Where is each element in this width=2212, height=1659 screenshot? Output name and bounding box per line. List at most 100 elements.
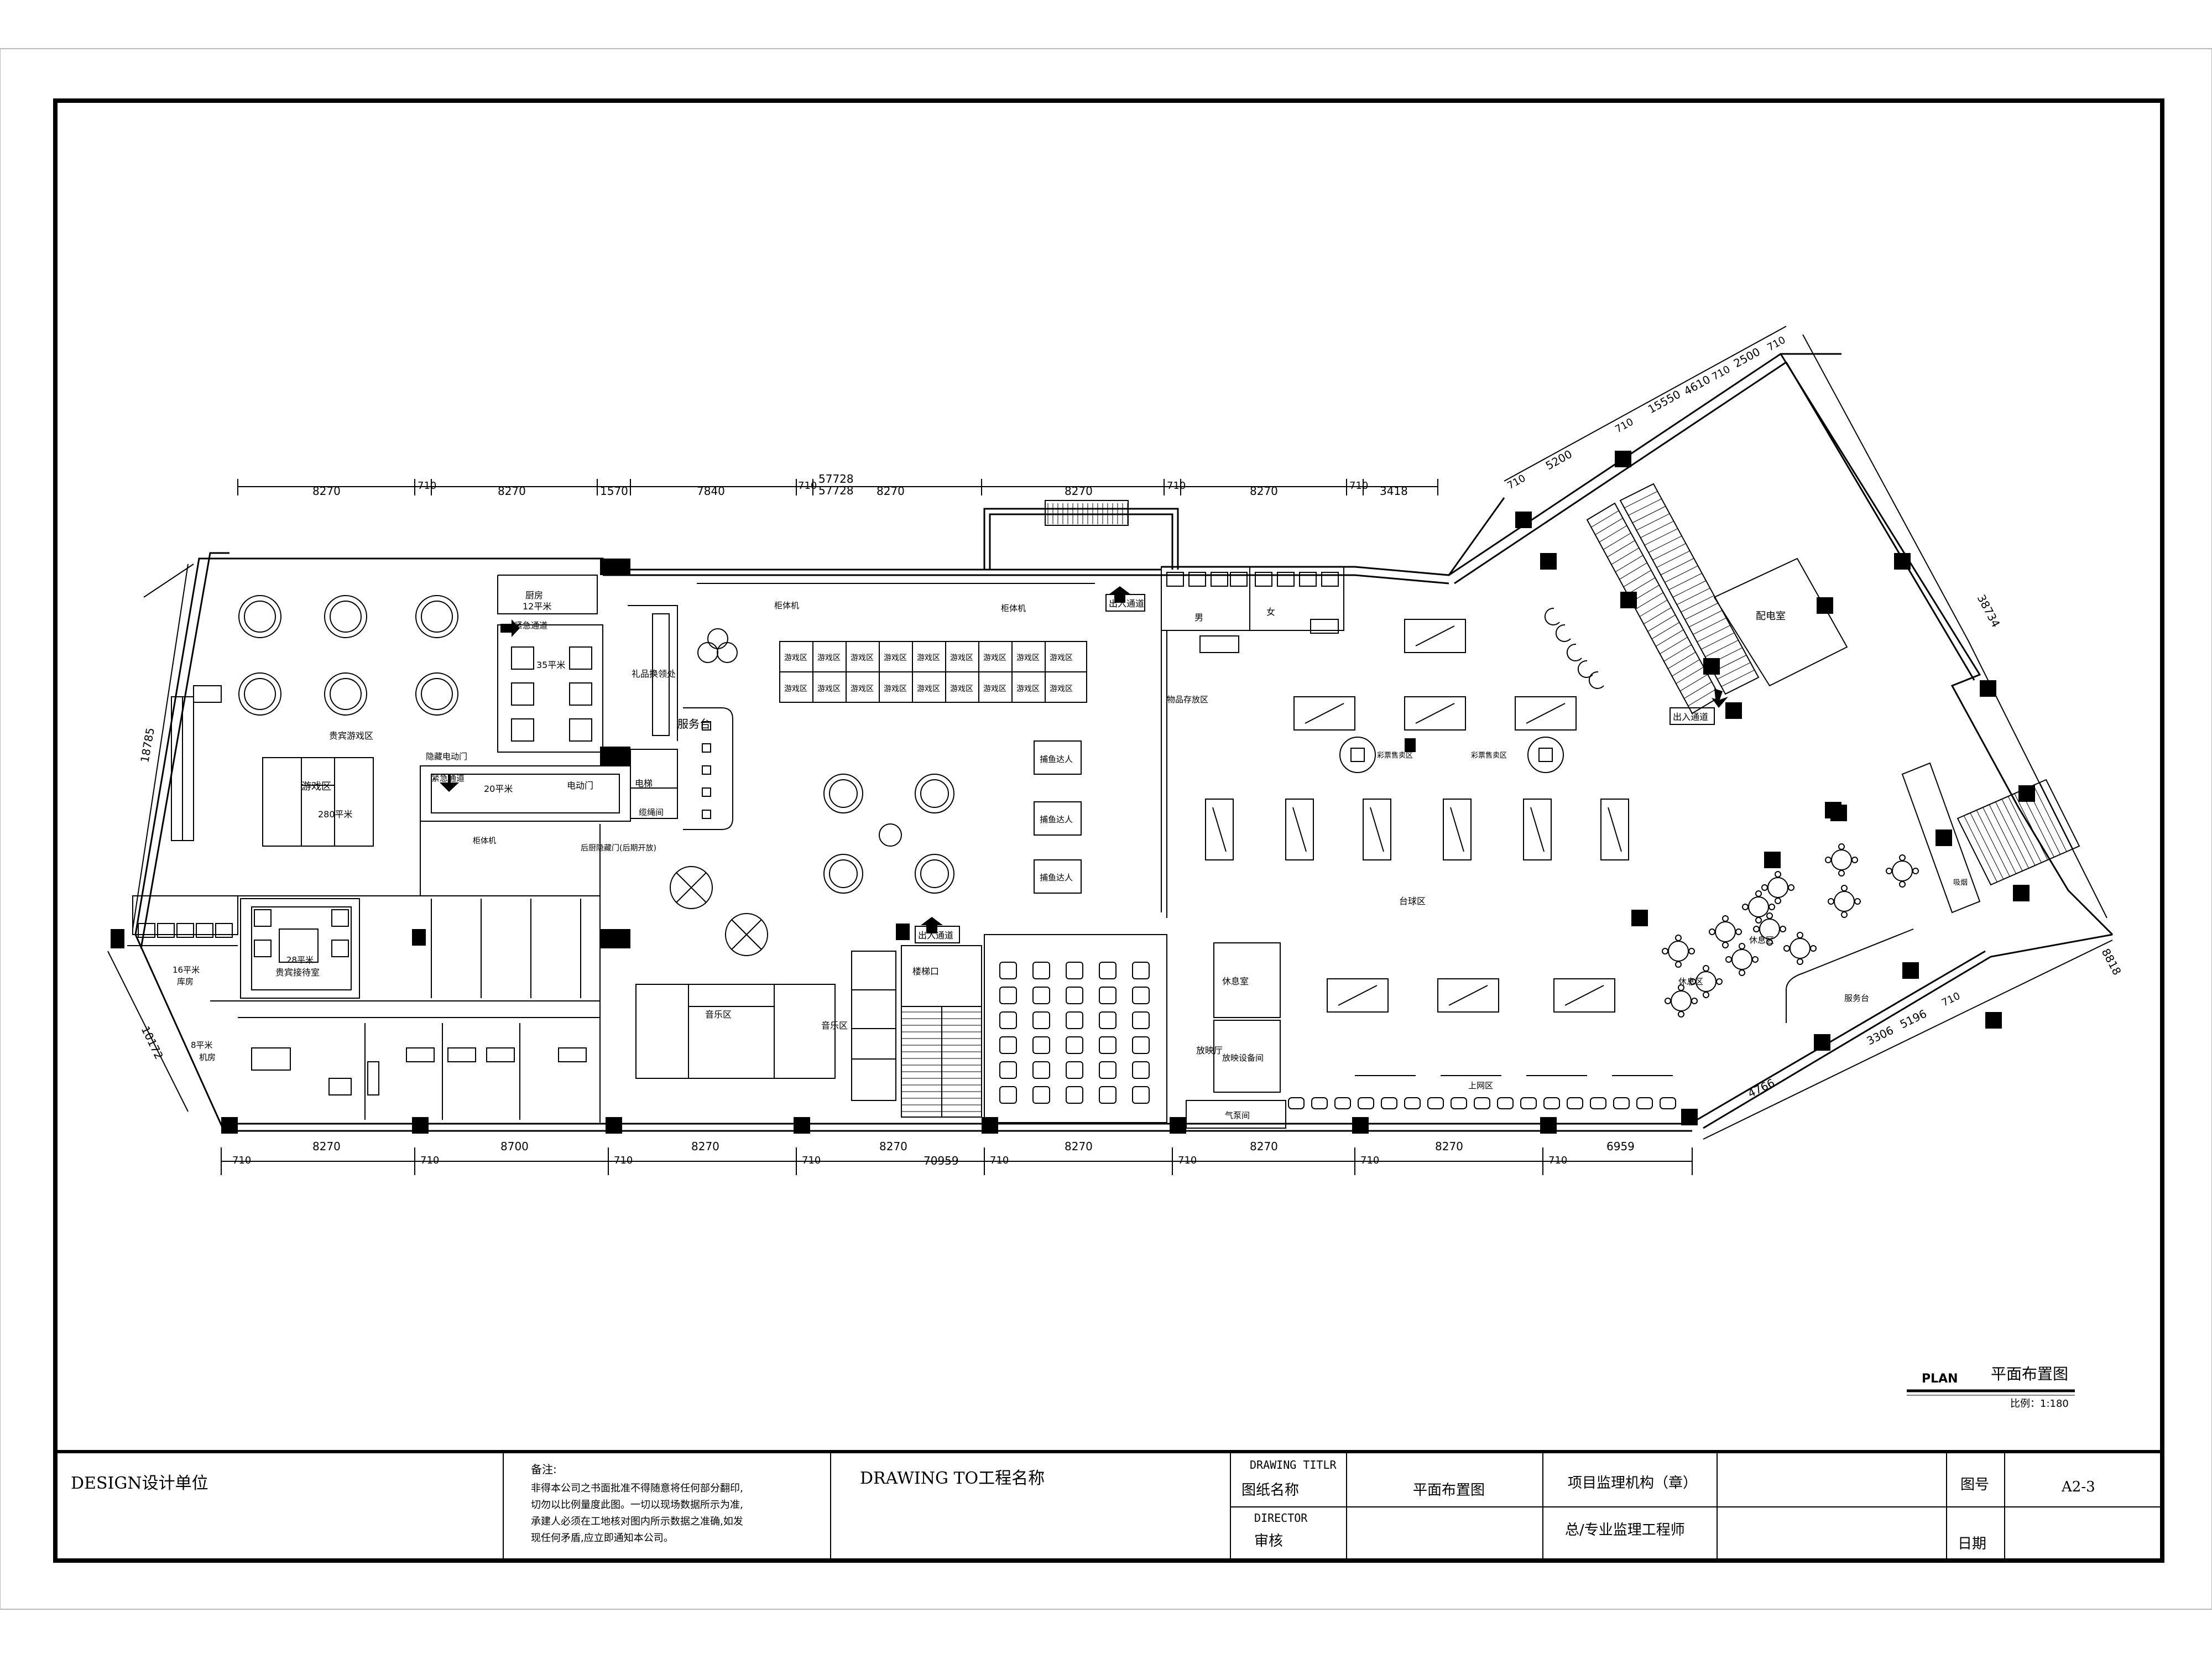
dim-bottom-11: 8270 — [1065, 1140, 1093, 1153]
computer-seat — [1660, 1097, 1676, 1109]
game-cell-3: 游戏区 — [851, 654, 874, 662]
notes-line-2: 切勿以比例量度此图。一切以现场数据所示为准, — [531, 1499, 743, 1511]
label-machine-room: 机房 — [199, 1052, 216, 1062]
computer-seat — [1474, 1097, 1490, 1109]
chair — [1841, 885, 1848, 891]
dim-top-8: 57728 — [818, 484, 854, 497]
chair — [1788, 884, 1794, 891]
bottom-dimension-labels: 710 8270 710 8700 710 8270 710 8270 7095… — [232, 1140, 1635, 1167]
cinema-seat — [1032, 1011, 1050, 1029]
computer-seat — [1567, 1097, 1583, 1109]
billiard-table — [1600, 799, 1629, 860]
fishing-labels: 捕鱼达人 捕鱼达人 捕鱼达人 — [1040, 754, 1073, 883]
label-billiard: 台球区 — [1399, 896, 1426, 906]
label-cabinet-1: 柜体机 — [473, 837, 496, 846]
stair-tread — [1717, 662, 1751, 680]
billiard-cue — [1370, 807, 1384, 852]
billiard-cue — [1530, 807, 1545, 852]
stair-tread — [1689, 610, 1723, 628]
chair — [1675, 961, 1682, 968]
computer-seat — [1497, 1097, 1514, 1109]
round-tables-center — [670, 774, 954, 956]
stair-tread — [2033, 785, 2067, 852]
stair-tread — [1667, 651, 1696, 669]
stair-tread — [1624, 491, 1658, 508]
computer-row — [1288, 1075, 1676, 1109]
lottery-circles — [1339, 737, 1564, 773]
stair-treads-center — [901, 1011, 982, 1112]
cinema-seat — [1132, 987, 1150, 1004]
dim-right-12: 5196 — [1898, 1007, 1929, 1031]
cinema-seat — [1132, 1061, 1150, 1079]
stair-tread — [1681, 595, 1714, 613]
dim-bottom-17: 6959 — [1606, 1140, 1635, 1153]
round-table — [1767, 877, 1788, 898]
dim-top-3: 8270 — [498, 484, 526, 498]
label-8: 8平米 — [191, 1040, 213, 1050]
rest-area-tables — [1662, 843, 1919, 1018]
label-rest-area-2: 休息区 — [1678, 977, 1703, 987]
round-table — [1748, 896, 1769, 917]
label-emergency-1: 紧急通道 — [514, 620, 547, 630]
label-warehouse: 库房 — [177, 977, 194, 987]
chair — [1675, 935, 1682, 941]
game-cell-9: 游戏区 — [1050, 654, 1073, 662]
dim-left-2: 10172 — [139, 1024, 166, 1062]
billiard-table — [1363, 799, 1391, 860]
stair-tread — [1995, 801, 2030, 869]
label-fishing-1: 捕鱼达人 — [1040, 754, 1073, 764]
stair-tread — [1652, 543, 1686, 561]
game-cell-10: 游戏区 — [784, 685, 807, 693]
top-dimension-line — [237, 479, 1438, 495]
billiard-table — [1553, 978, 1615, 1013]
chair — [1689, 978, 1696, 985]
computer-seat — [1358, 1097, 1374, 1109]
game-cell-15: 游戏区 — [950, 685, 973, 693]
cinema-seat — [1066, 962, 1083, 979]
billiard-cue — [1564, 985, 1604, 1006]
label-shooting: 上网区 — [1468, 1081, 1493, 1091]
vip-reception-furniture — [251, 906, 352, 990]
label-service-desk-1: 服务台 — [677, 717, 711, 731]
dining-booths — [511, 646, 592, 742]
label-male: 男 — [1194, 612, 1203, 623]
cinema-seat — [1099, 1036, 1117, 1054]
dim-top-10: 8270 — [1065, 484, 1093, 498]
crescent-seats — [1544, 607, 1604, 689]
left-game-blocks — [262, 757, 374, 847]
label-elevator-room: 缆绳间 — [639, 807, 664, 817]
stair-tread — [1721, 670, 1755, 687]
stair-tread — [1672, 659, 1700, 677]
office-desks — [251, 1047, 587, 1095]
game-cell-1: 游戏区 — [784, 654, 807, 662]
cinema-seat — [999, 1036, 1017, 1054]
dim-bottom-9: 70959 — [924, 1154, 959, 1167]
billiard-cue — [1526, 703, 1566, 724]
notes-line-1: 非得本公司之书面批准不得随意将任何部分翻印, — [531, 1483, 743, 1494]
cinema-seat — [1032, 1036, 1050, 1054]
stair-tread — [1663, 644, 1692, 662]
stair-tread — [1660, 637, 1688, 654]
service-counter-right — [1786, 928, 1914, 1023]
dim-right-4: 15550 — [1646, 388, 1683, 416]
game-cell-8: 游戏区 — [1016, 654, 1040, 662]
stair-tread — [1599, 525, 1627, 542]
label-16: 16平米 — [173, 965, 200, 975]
dim-right-13: 3306 — [1865, 1024, 1896, 1048]
computer-seat — [1311, 1097, 1328, 1109]
stair-tread — [1693, 617, 1726, 635]
billiard-cue — [1415, 625, 1455, 646]
cinema-seat — [1099, 987, 1117, 1004]
stair-tread — [1632, 505, 1666, 523]
stair-tread — [1636, 513, 1670, 531]
stair-tread — [1631, 585, 1660, 602]
label-35: 35平米 — [536, 660, 565, 670]
round-table — [1715, 921, 1736, 942]
dim-bottom-14: 710 — [1360, 1155, 1379, 1166]
label-air-room: 气泵间 — [1225, 1110, 1250, 1120]
chair — [1716, 978, 1723, 985]
chair — [1709, 928, 1715, 935]
label-hidden-door: 隐藏电动门 — [426, 752, 467, 761]
chair — [1755, 917, 1762, 924]
stair-tread — [1677, 588, 1710, 605]
